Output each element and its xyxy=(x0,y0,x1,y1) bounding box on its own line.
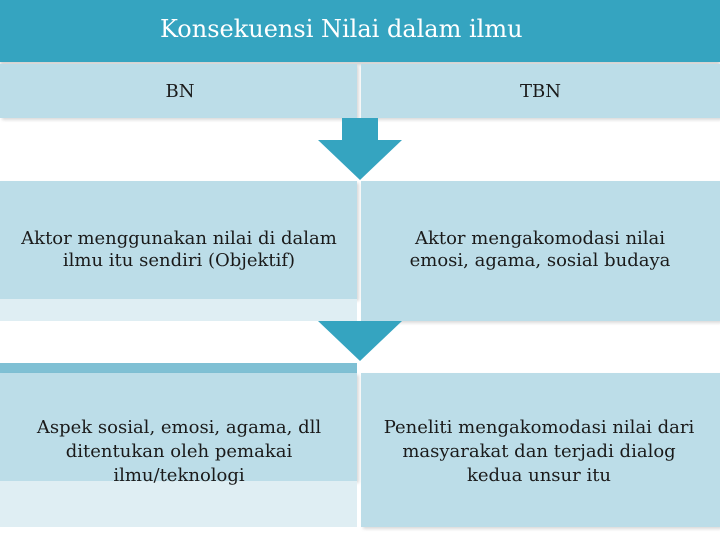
bn-row2-box xyxy=(0,373,357,481)
tbn-row2-box xyxy=(361,373,720,527)
bn-row2-lower-band xyxy=(0,481,357,527)
tbn-row2-text: Peneliti mengakomodasi nilai dari masyar… xyxy=(383,417,695,486)
diagram-title: Konsekuensi Nilai dalam ilmu xyxy=(160,15,523,43)
bn-row1-box xyxy=(0,181,357,299)
tbn-row1-box xyxy=(361,181,720,321)
row1-lower-band xyxy=(0,299,357,321)
down-arrow-icon xyxy=(318,321,402,361)
down-arrow-icon xyxy=(318,118,402,180)
tbn-header-label: TBN xyxy=(520,80,561,102)
bn-header-box xyxy=(0,64,357,118)
bn-header-label: BN xyxy=(165,80,195,102)
bn-row2-text: Aspek sosial, emosi, agama, dll ditentuk… xyxy=(36,417,322,486)
tbn-header-box xyxy=(361,64,720,118)
tbn-row1-text: Aktor mengakomodasi nilai emosi, agama, … xyxy=(409,228,671,271)
title-bar: Konsekuensi Nilai dalam ilmu xyxy=(0,0,720,62)
row2-top-band xyxy=(0,363,357,373)
bn-row1-text: Aktor menggunakan nilai di dalam ilmu it… xyxy=(21,228,337,271)
